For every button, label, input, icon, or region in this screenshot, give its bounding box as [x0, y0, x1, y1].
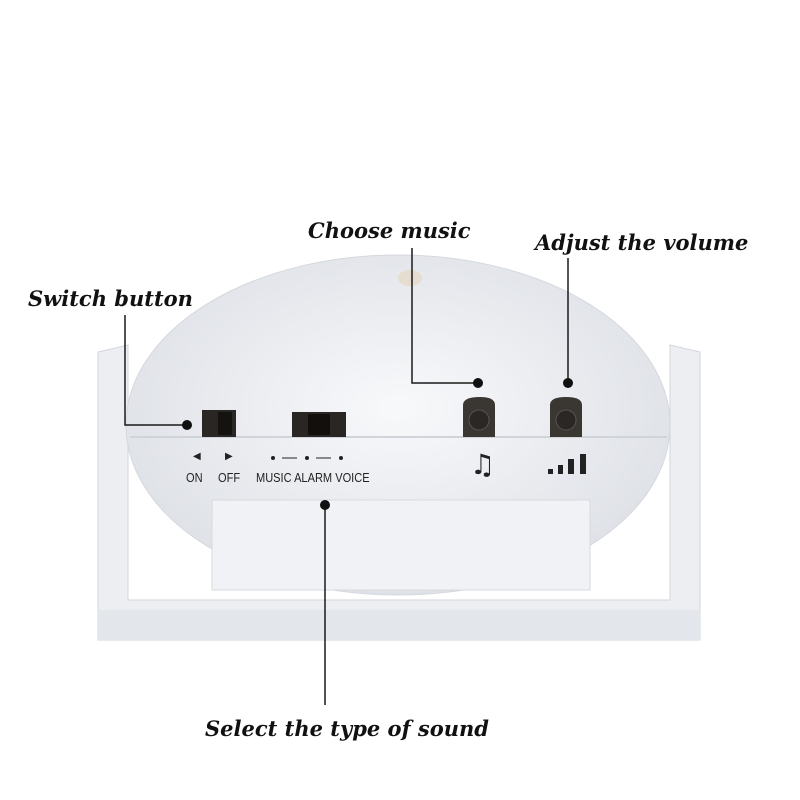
callout-switch-button: Switch button — [28, 286, 193, 311]
callout-lines — [124, 248, 569, 705]
stand-frame — [97, 344, 701, 641]
off-label: OFF — [218, 470, 241, 485]
sound-type-dot — [320, 500, 330, 510]
mode-indicator — [271, 456, 343, 460]
music-button[interactable] — [463, 397, 495, 437]
battery-cover — [211, 499, 591, 591]
mode-labels: MUSIC ALARM VOICE — [256, 470, 370, 485]
volume-dot — [563, 378, 573, 388]
off-arrow-icon: ▶ — [225, 451, 233, 462]
music-note-icon: ♫ — [470, 448, 496, 481]
callout-select-sound-type: Select the type of sound — [205, 716, 489, 741]
switch-dot — [182, 420, 192, 430]
callout-adjust-volume: Adjust the volume — [535, 230, 749, 255]
volume-icon — [548, 454, 586, 474]
callout-choose-music: Choose music — [308, 218, 471, 243]
volume-button[interactable] — [550, 397, 582, 437]
on-arrow-icon: ◀ — [193, 451, 201, 462]
sensor-lens — [398, 270, 422, 286]
music-dot — [473, 378, 483, 388]
on-label: ON — [186, 470, 203, 485]
